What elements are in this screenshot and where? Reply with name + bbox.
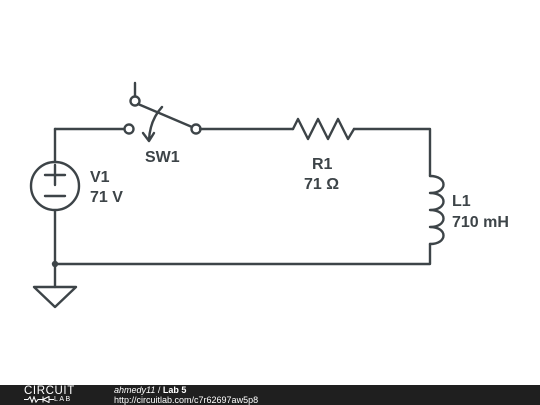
source-name-label: V1 <box>90 169 110 186</box>
inductor-l1[interactable] <box>428 174 445 246</box>
footer-bar: CIRCUIT LAB ahmedy11 / Lab 5 http://circ… <box>0 385 540 405</box>
inductor-name-label: L1 <box>452 193 471 210</box>
ground-icon <box>32 285 78 309</box>
junction-dot <box>51 260 59 268</box>
circuit-title[interactable]: Lab 5 <box>162 385 187 395</box>
credit-separator: / <box>157 385 161 395</box>
circuitlab-logo[interactable]: CIRCUIT LAB <box>24 385 96 405</box>
voltage-source-v1[interactable] <box>29 160 81 212</box>
credit-line: ahmedy11 / Lab 5 <box>114 385 186 395</box>
circuit-schematic: V1 71 V SW1 R1 71 Ω L1 710 mH <box>29 81 509 309</box>
switch-sw1[interactable] <box>123 81 202 143</box>
resistor-r1[interactable] <box>291 117 356 141</box>
inductor-value-label: 710 mH <box>452 214 509 231</box>
logo-bottom-row: LAB <box>24 395 72 404</box>
circuit-url[interactable]: http://circuitlab.com/c7r62697aw5p8 <box>114 395 259 405</box>
switch-name-label: SW1 <box>145 149 180 166</box>
resistor-diode-logo-icon <box>24 395 54 404</box>
wire-right-bottom <box>53 242 432 266</box>
resistor-name-label: R1 <box>312 156 333 173</box>
logo-bottom-text: LAB <box>54 396 72 403</box>
resistor-value-label: 71 Ω <box>304 176 339 193</box>
logo-top-text: CIRCUIT <box>24 385 75 397</box>
source-value-label: 71 V <box>90 189 123 206</box>
switch-action-arrow <box>147 105 164 142</box>
wire-resistor-to-right <box>352 127 432 178</box>
author-link[interactable]: ahmedy11 <box>114 385 156 395</box>
